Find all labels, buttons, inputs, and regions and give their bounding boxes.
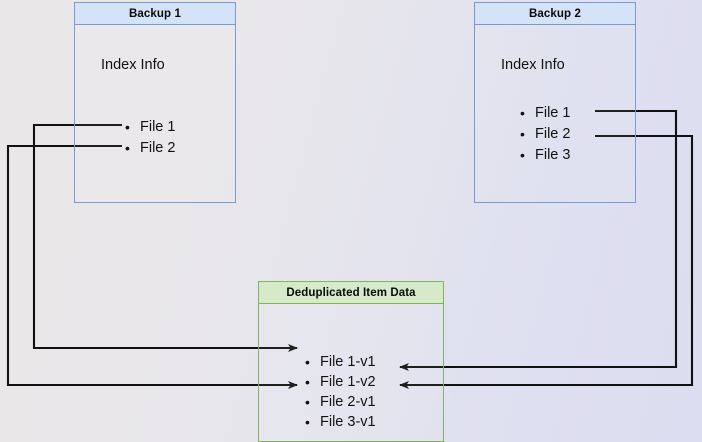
- dedup-header: Deduplicated Item Data: [259, 282, 443, 304]
- list-item: File 2: [519, 124, 570, 145]
- list-item: File 3-v1: [304, 412, 376, 432]
- list-item: File 2: [124, 138, 175, 159]
- dedup-box: Deduplicated Item Data File 1-v1 File 1-…: [258, 281, 444, 442]
- backup2-file-list: File 1 File 2 File 3: [519, 103, 570, 166]
- backup2-header: Backup 2: [475, 3, 635, 25]
- backup2-index-label: Index Info: [501, 57, 565, 73]
- list-item: File 1: [519, 103, 570, 124]
- backup1-index-label: Index Info: [101, 57, 165, 73]
- backup1-box: Backup 1 Index Info File 1 File 2: [74, 2, 236, 203]
- connector-backup1-file1-to-file1v1: [32, 123, 298, 352]
- backup1-body: Index Info File 1 File 2: [75, 25, 235, 202]
- backup2-body: Index Info File 1 File 2 File 3: [475, 25, 635, 202]
- dedup-body: File 1-v1 File 1-v2 File 2-v1 File 3-v1: [259, 304, 443, 441]
- backup2-box: Backup 2 Index Info File 1 File 2 File 3: [474, 2, 636, 203]
- backup1-header: Backup 1: [75, 3, 235, 25]
- list-item: File 3: [519, 145, 570, 166]
- list-item: File 1-v2: [304, 372, 376, 392]
- list-item: File 1: [124, 117, 175, 138]
- backup1-file-list: File 1 File 2: [124, 117, 175, 159]
- connector-backup1-file2-to-file2v1: [6, 144, 298, 389]
- connector-backup2-file2-to-file2v1: [399, 134, 694, 389]
- dedup-item-list: File 1-v1 File 1-v2 File 2-v1 File 3-v1: [304, 352, 376, 432]
- list-item: File 1-v1: [304, 352, 376, 372]
- list-item: File 2-v1: [304, 392, 376, 412]
